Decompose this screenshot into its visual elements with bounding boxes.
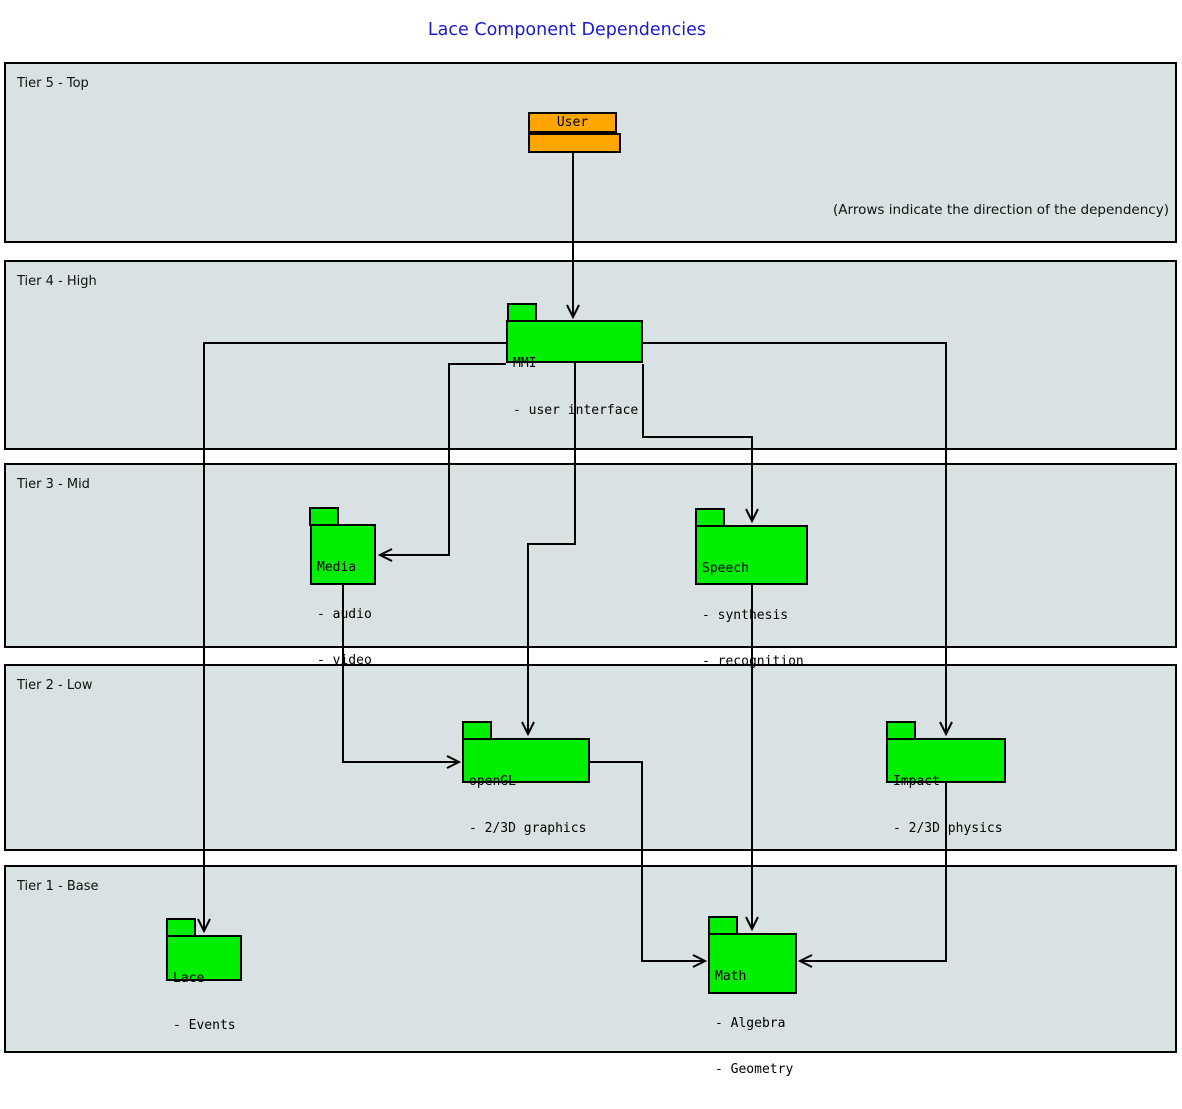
component-detail: - recognition	[702, 654, 804, 669]
component-detail: - Geometry	[715, 1062, 794, 1077]
tier-label-5: Tier 5 - Top	[17, 76, 89, 91]
component-name: openGL	[469, 774, 516, 789]
component-detail: - Algebra	[715, 1015, 786, 1031]
dependency-note: (Arrows indicate the direction of the de…	[833, 202, 1169, 218]
user-applet-body	[528, 133, 621, 153]
tier-band-3: Tier 3 - Mid	[4, 463, 1177, 648]
component-detail: - user interface	[513, 402, 639, 418]
component-name: Impact	[893, 774, 940, 789]
component-name: Speech	[702, 561, 749, 576]
component-detail: - 2/3D graphics	[469, 820, 587, 836]
component-name: Lace	[173, 971, 205, 986]
tier-label-1: Tier 1 - Base	[17, 879, 99, 894]
diagram-title: Lace Component Dependencies	[427, 20, 707, 40]
tier-label-4: Tier 4 - High	[17, 274, 97, 289]
component-detail: - video	[317, 653, 372, 668]
user-applet-label: User Applet	[528, 112, 617, 147]
component-detail: - audio	[317, 606, 372, 622]
component-detail: - synthesis	[702, 607, 789, 623]
component-name: MMI	[513, 356, 537, 371]
component-name: Math	[715, 969, 747, 984]
component-detail: - Events	[173, 1017, 236, 1033]
component-detail: - 2/3D physics	[893, 820, 1003, 836]
tier-label-2: Tier 2 - Low	[17, 678, 93, 693]
tier-band-4: Tier 4 - High	[4, 260, 1177, 450]
component-name: Media	[317, 560, 357, 575]
tier-label-3: Tier 3 - Mid	[17, 477, 90, 492]
